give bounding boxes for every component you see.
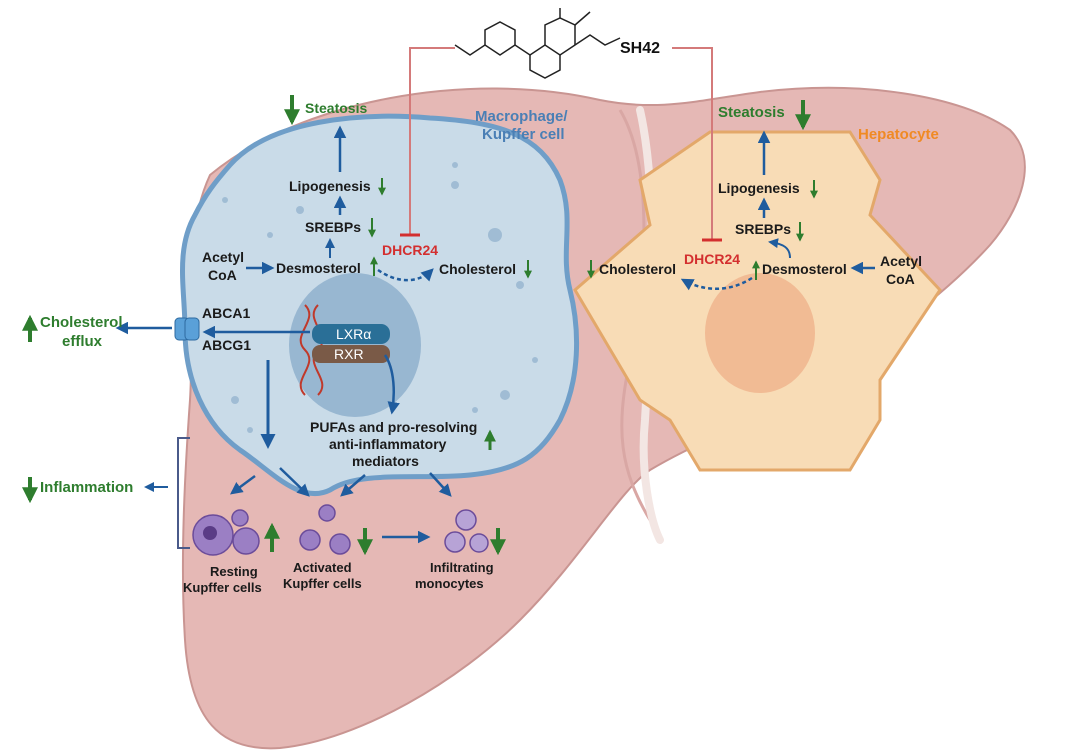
hep-arrow-desmo-to-srebp xyxy=(768,238,791,259)
watermark: 知乎 @逻辑神经科学 xyxy=(760,696,1003,727)
inflammation-label: Inflammation xyxy=(40,479,133,496)
abca1-label: ABCA1 xyxy=(202,305,250,321)
pufa-label-1: PUFAs and pro-resolving xyxy=(310,419,477,435)
pufa-label-3: mediators xyxy=(352,453,419,469)
hepatocyte-dhcr24-label: DHCR24 xyxy=(684,251,740,267)
macrophage-acetyl-1: Acetyl xyxy=(202,249,244,265)
arrow-to-monocytes xyxy=(429,472,452,497)
hepatocyte-steatosis-label: Steatosis xyxy=(718,104,785,121)
macrophage-srebps-label: SREBPs xyxy=(305,219,361,235)
lxr-label: LXRα xyxy=(336,326,371,342)
hepatocyte-desmosterol-label: Desmosterol xyxy=(762,261,847,277)
sh42-molecule-structure xyxy=(454,8,621,79)
resting-label-2: Kupffer cells xyxy=(183,580,262,595)
arrow-to-activated-1 xyxy=(279,467,310,497)
macrophage-vesicles xyxy=(222,162,538,433)
sh42-inhibit-line-right xyxy=(672,47,713,240)
rxr-box xyxy=(312,345,390,363)
hep-arrow-desmo-to-chol xyxy=(680,276,753,291)
macrophage-cholesterol-label: Cholesterol xyxy=(439,261,516,277)
hepatocyte-acetyl-2: CoA xyxy=(886,271,915,287)
activated-kupffer-cells-icon xyxy=(299,504,351,555)
macrophage-title-2: Kupffer cell xyxy=(482,126,565,143)
hepatocyte-acetyl-1: Acetyl xyxy=(880,253,922,269)
activated-label-1: Activated xyxy=(293,560,352,575)
macrophage-desmosterol-label: Desmosterol xyxy=(276,260,361,276)
macrophage-acetyl-2: CoA xyxy=(208,267,237,283)
macrophage-steatosis-label: Steatosis xyxy=(305,100,367,116)
hepatocyte-title: Hepatocyte xyxy=(858,126,939,143)
lxr-box xyxy=(312,324,390,344)
abc-transporter-icon xyxy=(174,317,200,341)
macrophage-title-1: Macrophage/ xyxy=(475,108,568,125)
arrow-rxr-to-pufa xyxy=(383,354,400,415)
efflux-label-2: efflux xyxy=(62,333,103,350)
sh42-label: SH42 xyxy=(620,40,660,57)
infiltrating-label-1: Infiltrating xyxy=(430,560,494,575)
hepatocyte-cholesterol-label: Cholesterol xyxy=(599,261,676,277)
activated-label-2: Kupffer cells xyxy=(283,576,362,591)
arrow-to-activated-2 xyxy=(340,474,366,497)
resting-kupffer-cells-icon xyxy=(192,509,260,556)
infiltrating-label-2: monocytes xyxy=(415,576,484,591)
inflammation-bracket xyxy=(177,437,190,549)
macrophage-lipogenesis-label: Lipogenesis xyxy=(289,178,371,194)
hepatocyte-nucleus xyxy=(705,273,815,393)
hepatocyte-lipogenesis-label: Lipogenesis xyxy=(718,180,800,196)
hepatocyte-srebps-label: SREBPs xyxy=(735,221,791,237)
efflux-label-1: Cholesterol xyxy=(40,314,123,331)
macrophage-dhcr24-label: DHCR24 xyxy=(382,242,438,258)
arrow-to-resting xyxy=(229,474,256,495)
pufa-label-2: anti-inflammatory xyxy=(329,436,447,452)
infiltrating-monocytes-icon xyxy=(444,509,489,553)
rxr-label: RXR xyxy=(334,346,364,362)
resting-label-1: Resting xyxy=(210,564,258,579)
sh42-inhibit-line-left xyxy=(409,47,455,235)
abcg1-label: ABCG1 xyxy=(202,337,251,353)
